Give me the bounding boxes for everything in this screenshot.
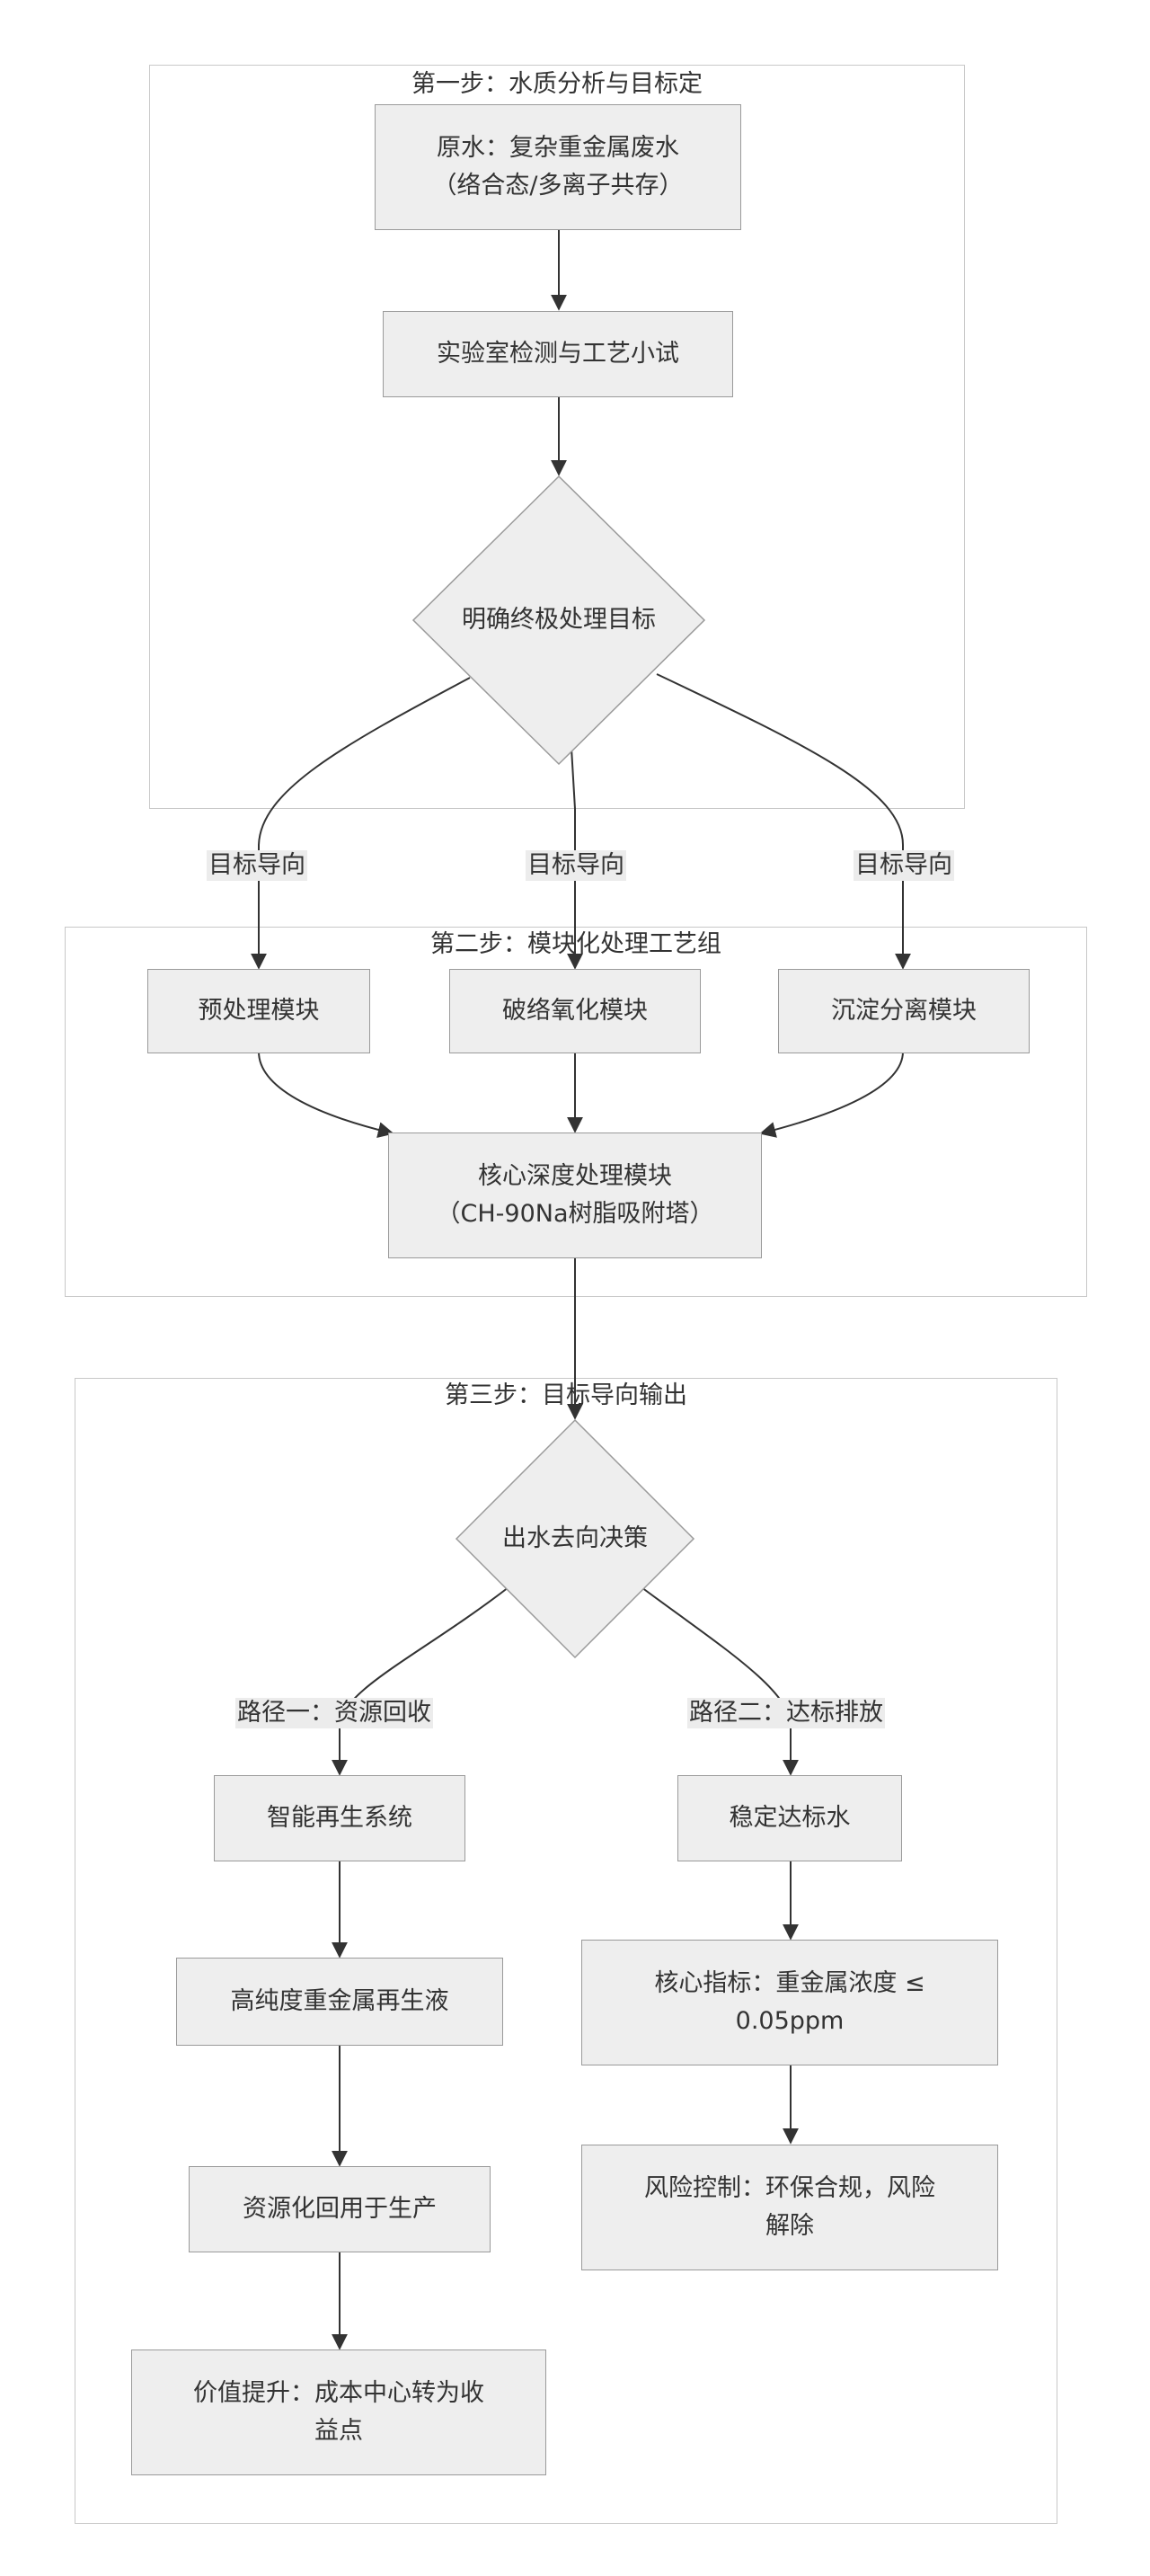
edge-label-path-one: 路径一：资源回收 <box>235 1698 433 1728</box>
node-sediment-separation-label: 沉淀分离模块 <box>831 997 977 1025</box>
edge-label-path-two: 路径二：达标排放 <box>687 1698 885 1728</box>
edge-decision-to-smart-regen <box>332 1586 509 1776</box>
edge-goal-to-sediment <box>656 673 911 970</box>
node-core-index-line1: 核心指标：重金属浓度 ≤ <box>654 1969 925 1997</box>
node-raw-water-line1: 原水：复杂重金属废水 <box>437 134 679 162</box>
edge-goal-to-complex-break <box>567 747 583 970</box>
edge-label-goal-right: 目标导向 <box>854 850 954 881</box>
node-sediment-separation: 沉淀分离模块 <box>778 969 1030 1053</box>
node-complex-break-label: 破络氧化模块 <box>502 997 648 1025</box>
edge-sediment-to-core <box>759 1051 904 1138</box>
node-high-purity-label: 高纯度重金属再生液 <box>230 1987 449 2015</box>
node-risk-control: 风险控制：环保合规，风险 解除 <box>581 2145 998 2270</box>
node-pretreatment: 预处理模块 <box>147 969 370 1053</box>
node-lab-test-label: 实验室检测与工艺小试 <box>437 340 679 368</box>
node-outflow-decision-label: 出水去向决策 <box>502 1524 648 1552</box>
node-reuse: 资源化回用于生产 <box>189 2166 491 2252</box>
node-core-treatment: 核心深度处理模块 （CH-90Na树脂吸附塔） <box>388 1133 762 1258</box>
diamond-define-goal <box>411 475 706 766</box>
node-value: 价值提升：成本中心转为收 益点 <box>131 2349 546 2475</box>
node-stable-discharge-label: 稳定达标水 <box>729 1804 851 1832</box>
edge-decision-to-stable <box>641 1586 799 1776</box>
node-raw-water-line2: （络合态/多离子共存） <box>432 172 684 200</box>
node-value-line2: 益点 <box>314 2417 363 2445</box>
node-core-treatment-line1: 核心深度处理模块 <box>478 1162 672 1190</box>
node-pretreatment-label: 预处理模块 <box>198 997 320 1025</box>
node-high-purity: 高纯度重金属再生液 <box>176 1958 503 2046</box>
node-raw-water: 原水：复杂重金属废水 （络合态/多离子共存） <box>375 104 741 230</box>
node-lab-test: 实验室检测与工艺小试 <box>383 311 733 397</box>
edge-goal-to-pretreatment <box>251 677 471 970</box>
edge-label-goal-left: 目标导向 <box>207 850 307 881</box>
node-smart-regen-label: 智能再生系统 <box>267 1804 412 1832</box>
node-risk-control-line1: 风险控制：环保合规，风险 <box>644 2174 935 2202</box>
group-step1-title: 第一步：水质分析与目标定 <box>411 70 703 98</box>
node-complex-break: 破络氧化模块 <box>449 969 701 1053</box>
node-risk-control-line2: 解除 <box>765 2212 814 2240</box>
node-value-line1: 价值提升：成本中心转为收 <box>193 2379 484 2407</box>
node-define-goal-label: 明确终极处理目标 <box>462 606 656 634</box>
group-step3-title: 第三步：目标导向输出 <box>445 1381 687 1409</box>
diamond-outflow-decision <box>455 1418 695 1659</box>
node-core-index-line2: 0.05ppm <box>735 2007 845 2035</box>
node-reuse-label: 资源化回用于生产 <box>243 2195 437 2223</box>
node-core-treatment-line2: （CH-90Na树脂吸附塔） <box>436 1200 714 1228</box>
group-step3: 第三步：目标导向输出 <box>75 1378 1057 2524</box>
node-core-index: 核心指标：重金属浓度 ≤ 0.05ppm <box>581 1940 998 2065</box>
node-smart-regen: 智能再生系统 <box>214 1775 465 1861</box>
group-step1: 第一步：水质分析与目标定 <box>149 65 965 809</box>
edge-pretreatment-to-core <box>258 1051 394 1138</box>
edge-label-goal-mid: 目标导向 <box>526 850 626 881</box>
node-stable-discharge: 稳定达标水 <box>677 1775 902 1861</box>
